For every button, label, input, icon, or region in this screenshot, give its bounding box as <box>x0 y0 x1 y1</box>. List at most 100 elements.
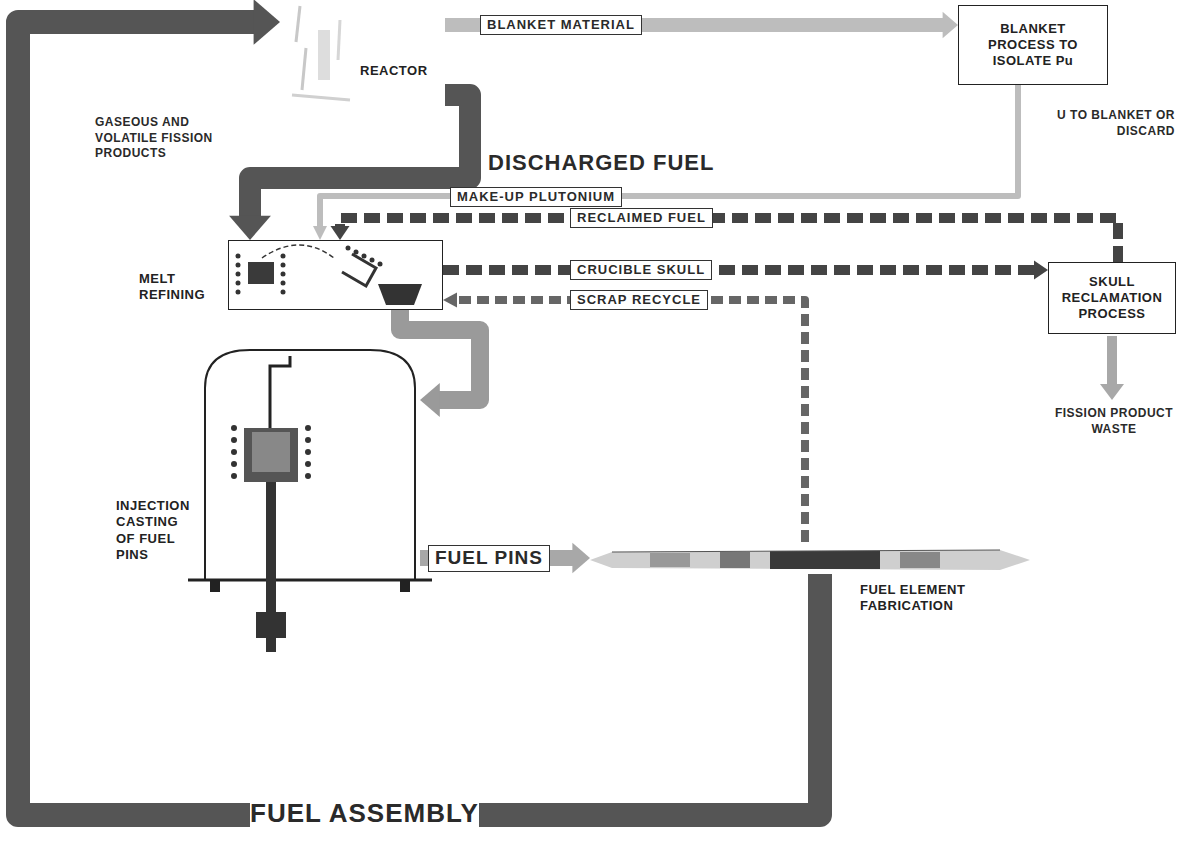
flow-band <box>400 310 480 400</box>
melt-furnace-sketch-part <box>281 290 286 295</box>
melt-furnace-sketch-part <box>346 246 383 267</box>
arrow-head <box>1034 261 1048 280</box>
flow-label: FUEL ASSEMBLY <box>250 798 479 829</box>
casting-furnace-sketch-part <box>305 473 311 479</box>
flow-label: DISCHARGED FUEL <box>488 150 714 176</box>
fuel-rod-sketch-part <box>612 550 1000 552</box>
fuel-element: FUEL ELEMENT FABRICATION <box>590 542 1030 574</box>
reactor-sketch-part <box>338 20 340 60</box>
casting-furnace-sketch-part <box>305 425 311 431</box>
casting-furnace-sketch-part <box>231 461 237 467</box>
node-text: BLANKET PROCESS TO ISOLATE Pu <box>965 21 1101 70</box>
arrow-head <box>420 383 440 417</box>
casting-furnace-sketch-part <box>231 437 237 443</box>
casting-furnace-sketch-part <box>270 356 290 430</box>
melt-furnace-sketch-part <box>262 245 334 258</box>
melt-furnace-sketch-part <box>281 263 286 268</box>
flow-band <box>320 85 1018 227</box>
flow-connector <box>445 12 958 39</box>
casting-furnace-sketch <box>188 350 432 652</box>
reactor: REACTOR <box>280 5 445 110</box>
reactor-sketch-part <box>318 30 330 80</box>
flow-band <box>456 300 805 542</box>
arrow-head <box>572 543 590 573</box>
melt-furnace-sketch-part <box>236 254 241 259</box>
flow-connector <box>443 292 805 542</box>
node-heading: INJECTION CASTING OF FUEL PINS <box>116 498 194 563</box>
waste-arrow-part <box>1100 384 1124 400</box>
casting-furnace-sketch-part <box>256 612 286 638</box>
reactor-sketch-part <box>302 48 306 90</box>
node-text: SKULL RECLAMATION PROCESS <box>1055 274 1169 323</box>
melt-furnace-sketch-part <box>248 262 274 284</box>
flow-connector <box>331 218 1119 262</box>
casting-furnace-sketch-part <box>231 425 237 431</box>
melt-furnace-sketch-part <box>378 262 383 267</box>
process-box: SKULL RECLAMATION PROCESS <box>1048 262 1176 334</box>
fuel-rod-sketch-part <box>590 550 1030 570</box>
flow-connector <box>400 310 480 417</box>
fuel-rod-sketch-part <box>770 551 880 569</box>
flow-label: FUEL PINS <box>428 545 550 572</box>
melt-furnace-sketch-part <box>281 254 286 259</box>
melt-furnace-sketch-part <box>236 281 241 286</box>
flow-connector <box>18 0 820 815</box>
arrow-head <box>943 12 958 39</box>
flow-label: MAKE-UP PLUTONIUM <box>450 187 622 207</box>
casting-furnace-sketch-part <box>244 428 298 482</box>
casting-furnace-sketch-part <box>231 449 237 455</box>
casting-furnace-sketch-part <box>400 580 410 592</box>
reactor-sketch-part <box>292 95 350 100</box>
casting-furnace-sketch-part <box>305 449 311 455</box>
note-label: U TO BLANKET OR DISCARD <box>1035 108 1175 139</box>
node-heading: FUEL ELEMENT FABRICATION <box>860 582 1010 615</box>
waste-arrow-part <box>1107 336 1117 384</box>
reactor-sketch <box>292 6 350 100</box>
arrow-head <box>443 292 457 307</box>
casting-furnace-sketch-part <box>210 580 220 592</box>
casting-furnace-sketch-part <box>231 425 311 479</box>
melt-furnace-sketch-part <box>342 254 376 286</box>
note-label: FISSION PRODUCT WASTE <box>1052 406 1176 437</box>
node-heading: REACTOR <box>360 63 442 79</box>
casting-furnace: INJECTION CASTING OF FUEL PINS <box>200 350 420 580</box>
casting-furnace-sketch-part <box>205 350 415 580</box>
melt-furnace-sketch-part <box>281 272 286 277</box>
node-heading: MELT REFINING <box>139 271 221 304</box>
casting-furnace-sketch-part <box>305 437 311 443</box>
melt-furnace-sketch <box>236 245 423 305</box>
process-box: BLANKET PROCESS TO ISOLATE Pu <box>958 5 1108 85</box>
flow-label: RECLAIMED FUEL <box>570 208 713 228</box>
casting-furnace-sketch-part <box>305 461 311 467</box>
melt-furnace-sketch-part <box>236 263 241 268</box>
melt-furnace-sketch-part <box>236 272 241 277</box>
casting-furnace-sketch-part <box>188 579 432 582</box>
fuel-rod-sketch <box>590 550 1030 570</box>
reactor-sketch-part <box>296 6 300 42</box>
flow-band <box>443 265 1035 275</box>
melt-refining-furnace: MELT REFINING <box>228 240 443 310</box>
fuel-rod-sketch-part <box>900 552 940 568</box>
arrow-head <box>313 226 327 240</box>
flow-label: CRUCIBLE SKULL <box>570 260 712 280</box>
arrow-head <box>229 216 271 240</box>
melt-furnace-sketch-part <box>362 254 367 259</box>
melt-furnace-sketch-part <box>236 290 241 295</box>
note-label: GASEOUS AND VOLATILE FISSION PRODUCTS <box>95 115 235 162</box>
flow-label: SCRAP RECYCLE <box>570 290 708 310</box>
flow-band <box>18 22 820 815</box>
melt-furnace-sketch-part <box>346 246 351 251</box>
waste-arrow <box>1100 336 1124 400</box>
arrow-head <box>254 0 280 45</box>
casting-furnace-sketch-part <box>252 432 290 472</box>
flow-connector <box>443 261 1048 280</box>
melt-furnace-sketch-part <box>378 284 422 305</box>
flow-label: BLANKET MATERIAL <box>480 15 642 35</box>
flow-connector <box>420 543 590 573</box>
fuel-rod-sketch-part <box>720 552 750 568</box>
casting-furnace-sketch-part <box>231 473 237 479</box>
fuel-rod-sketch-part <box>650 553 690 567</box>
melt-furnace-sketch-part <box>281 281 286 286</box>
melt-furnace-sketch-part <box>236 254 286 295</box>
